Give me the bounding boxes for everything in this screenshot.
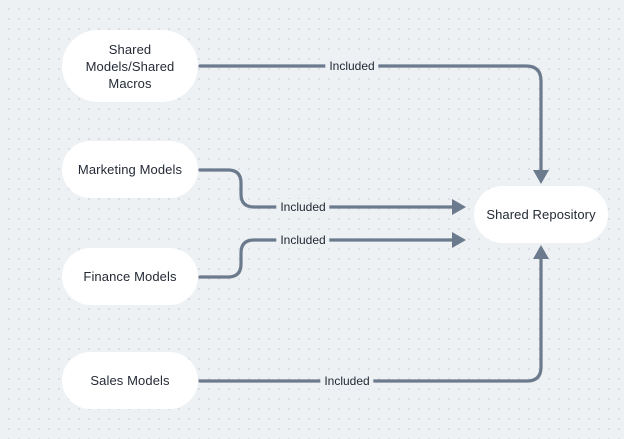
node-finance-models-label: Finance Models (83, 269, 177, 284)
edge-shared-models-to-repository (198, 64, 543, 178)
edge-label-finance-models: Included (276, 232, 330, 248)
edge-label-marketing-models: Included (276, 199, 330, 215)
edge-label-shared-models: Included (325, 58, 379, 74)
node-marketing-models-label: Marketing Models (77, 162, 183, 177)
edge-marketing-models-to-repository (198, 168, 464, 209)
node-shared-models[interactable]: Shared Models/Shared Macros (62, 30, 198, 102)
edge-finance-models-to-repository (198, 238, 464, 279)
edge-sales-models-to-repository (198, 251, 543, 383)
node-shared-repository[interactable]: Shared Repository (474, 186, 608, 243)
arrow-head-left-lower-icon (452, 232, 466, 248)
node-finance-models[interactable]: Finance Models (62, 248, 198, 305)
node-marketing-models[interactable]: Marketing Models (62, 141, 198, 198)
edge-label-sales-models: Included (320, 373, 374, 389)
node-sales-models[interactable]: Sales Models (62, 352, 198, 409)
node-shared-models-label: Shared Models/Shared Macros (85, 41, 175, 91)
node-sales-models-label: Sales Models (90, 373, 170, 388)
node-shared-repository-label: Shared Repository (486, 207, 596, 222)
arrow-head-top-icon (533, 170, 549, 184)
arrow-head-bottom-icon (533, 245, 549, 259)
arrow-head-left-upper-icon (452, 199, 466, 215)
